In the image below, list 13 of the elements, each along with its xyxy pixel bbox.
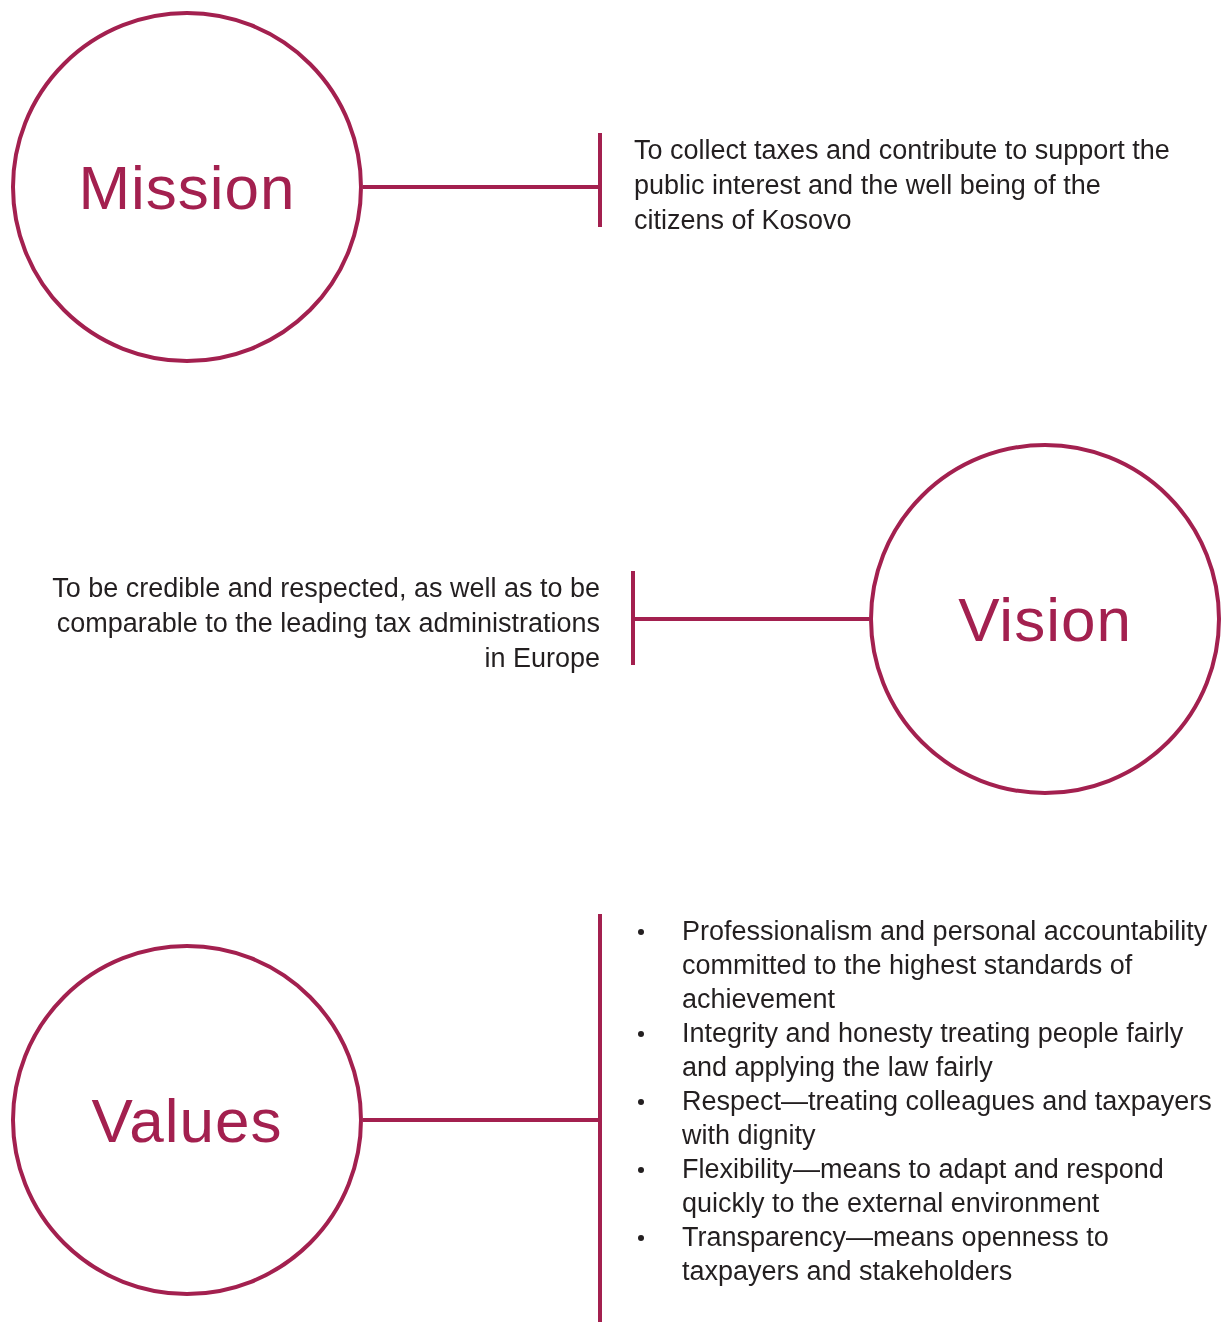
statement-text: To be credible and respected, as well as to be comparable to the leading tax administrations in Europe: [51, 572, 600, 675]
circle-title: Mission: [78, 151, 296, 223]
value-item-text: Flexibility—means to adapt and respond quickly to the external environment: [682, 1154, 1164, 1218]
circle-title: Vision: [958, 583, 1132, 655]
value-item-text: Respect—treating colleagues and taxpayers with dignity: [682, 1086, 1212, 1150]
value-item-text: Transparency—means openness to taxpayers and stakeholders: [682, 1222, 1109, 1286]
statement-text: To collect taxes and contribute to support the public interest and the well being of the citizens of Kosovo: [634, 134, 1171, 237]
value-item-text: Professionalism and personal accountability committed to the highest standards of achievement: [682, 916, 1208, 1014]
value-item-text: Integrity and honesty treating people fairly and applying the law fairly: [682, 1018, 1184, 1082]
connector-line: [363, 185, 600, 189]
connector-line: [363, 1118, 600, 1122]
connector-line: [633, 617, 869, 621]
circle-title: Values: [91, 1084, 283, 1156]
